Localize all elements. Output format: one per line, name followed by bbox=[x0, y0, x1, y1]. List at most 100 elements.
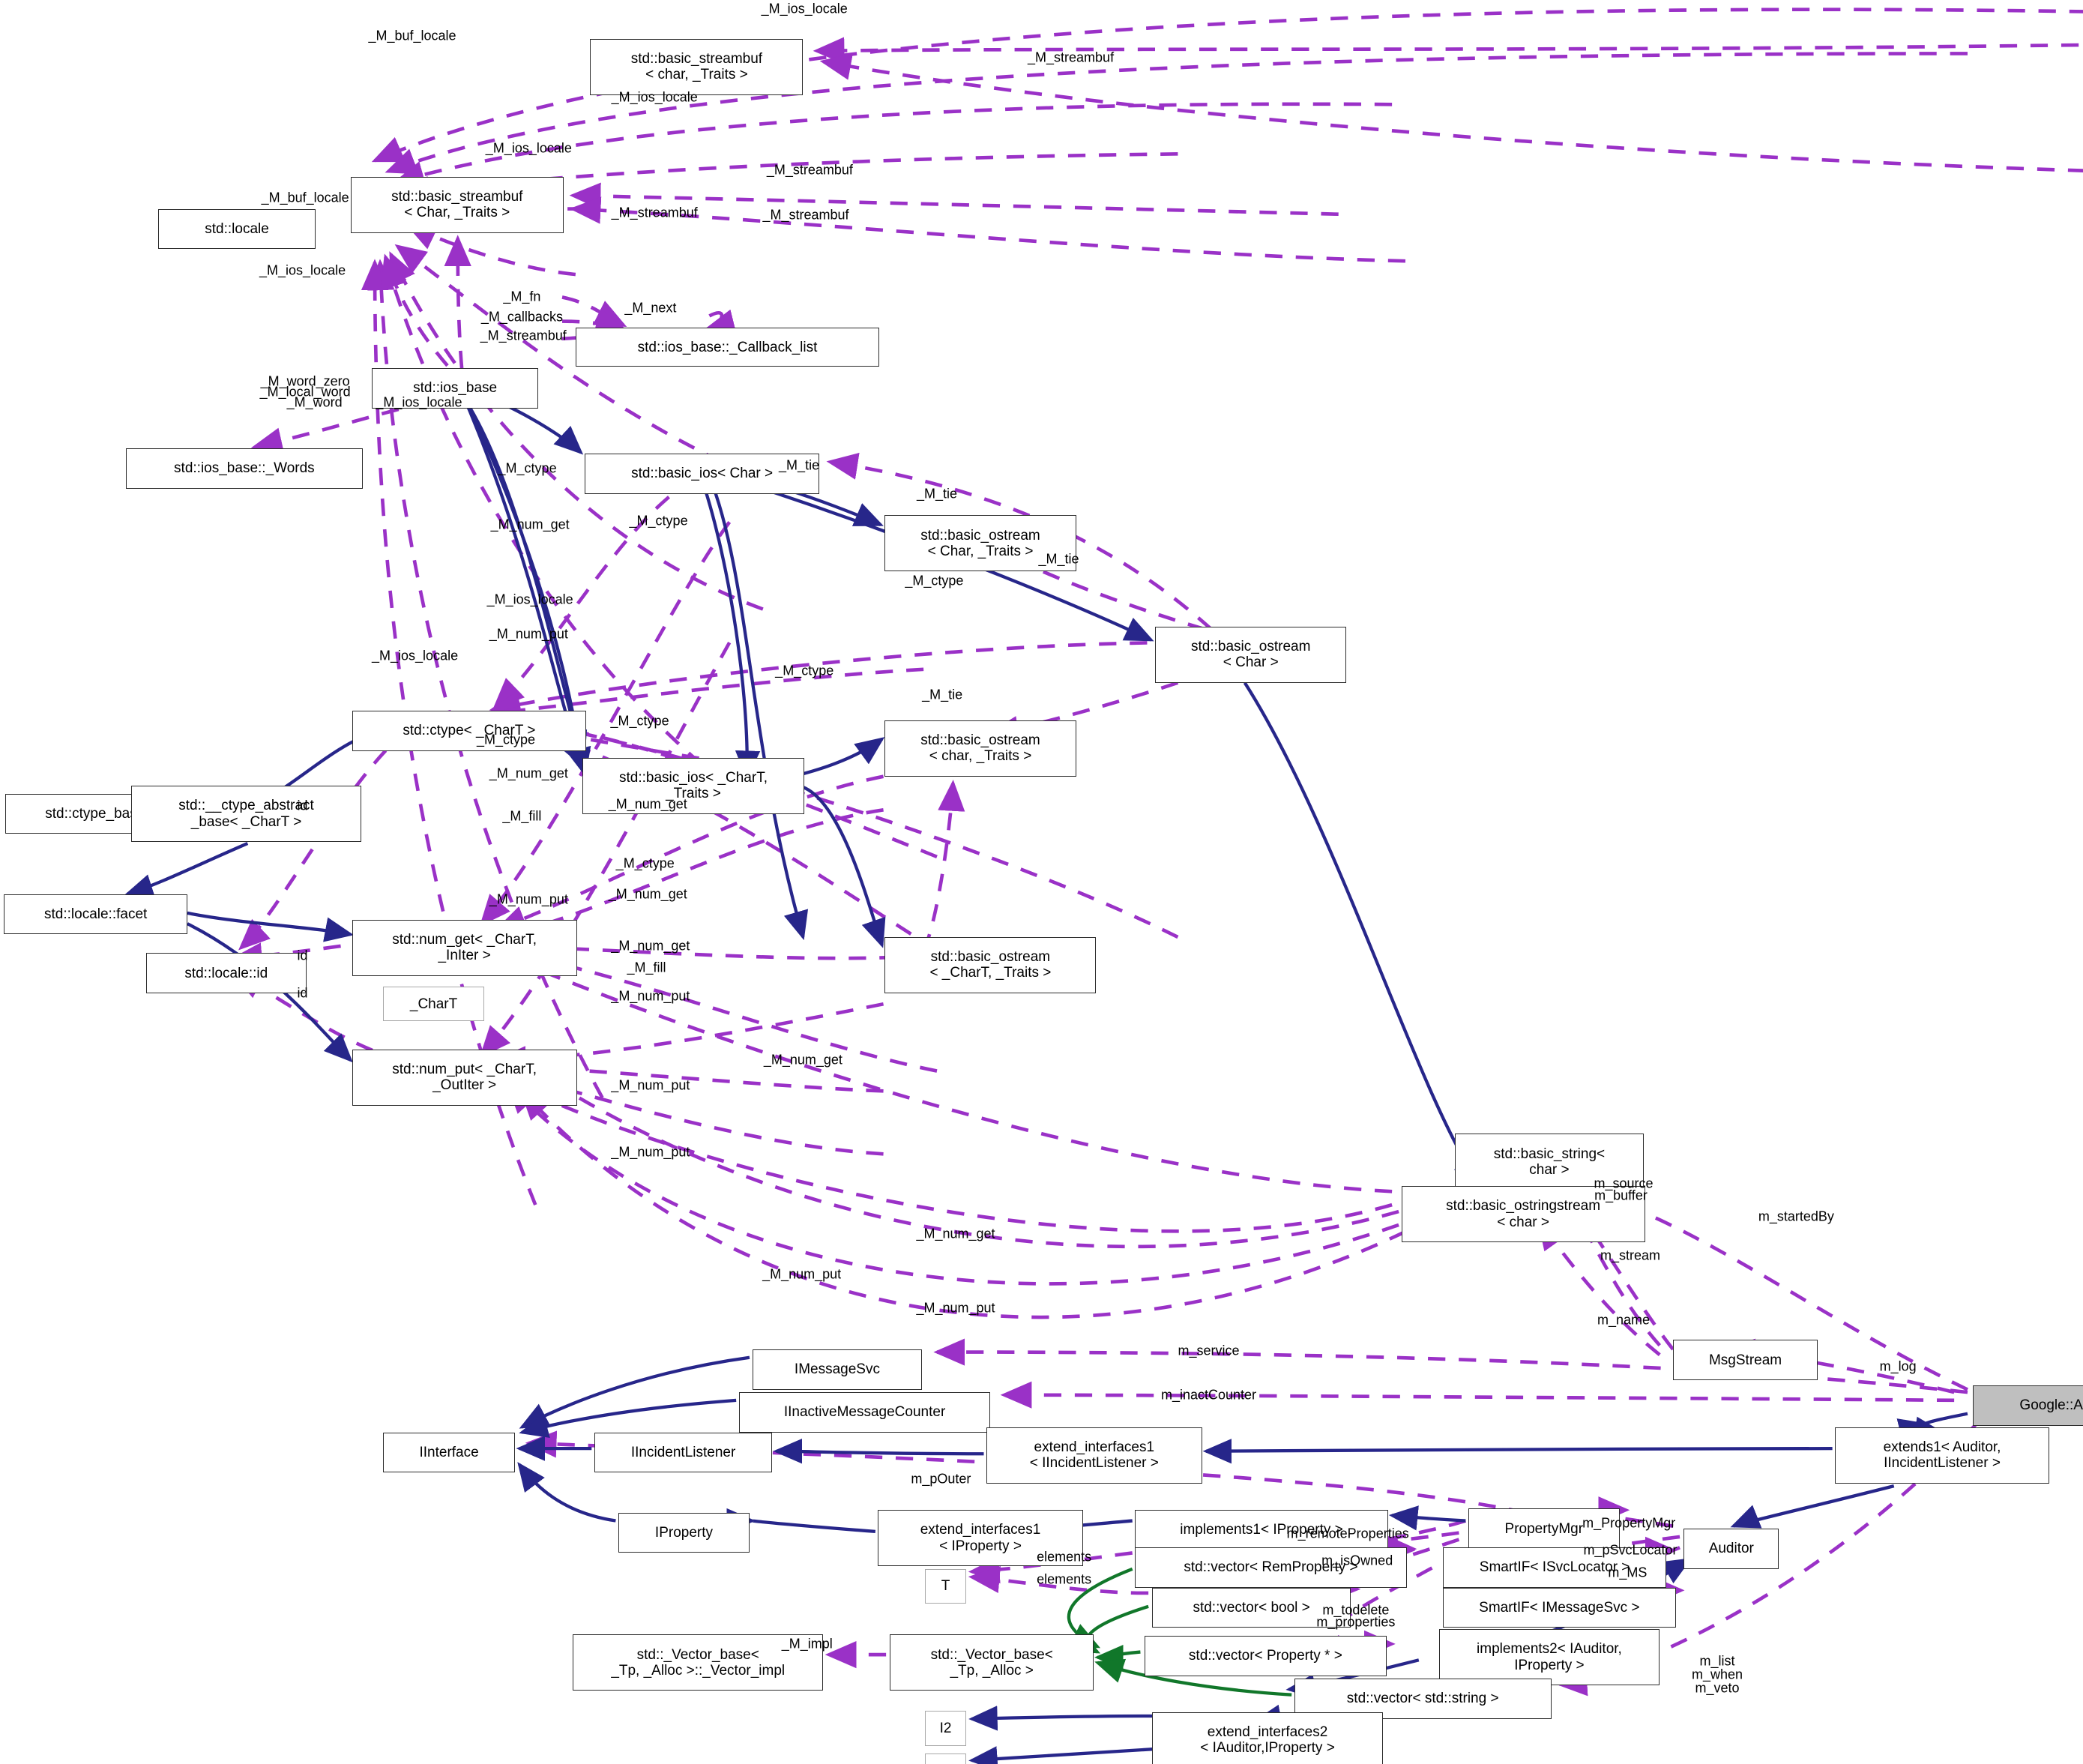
class-node-ostream_Char_Traits[interactable]: std::basic_ostream < Char, _Traits > bbox=[884, 515, 1076, 572]
edge-label: _M_num_get bbox=[490, 517, 570, 532]
edge-label: _M_num_get bbox=[489, 765, 568, 781]
edge-label: _M_streambuf bbox=[480, 328, 567, 343]
edge-label: id bbox=[297, 798, 308, 813]
class-node-smartif_imessagesvc[interactable]: SmartIF< IMessageSvc > bbox=[1442, 1587, 1676, 1628]
edge-label: _M_ios_locale bbox=[761, 1, 848, 16]
edge-label: m_MS bbox=[1608, 1565, 1648, 1580]
edge-label: _M_ios_locale bbox=[376, 394, 462, 410]
edge-label: _M_word bbox=[286, 394, 343, 410]
class-node-ostream_CharT[interactable]: std::basic_ostream < _CharT, _Traits > bbox=[884, 936, 1097, 993]
edge-label: _M_ctype bbox=[476, 732, 536, 747]
edge-label: _M_num_put bbox=[611, 987, 690, 1003]
edge-label: _M_ios_locale bbox=[486, 591, 573, 607]
edge-label: _M_ctype bbox=[498, 460, 557, 476]
class-node-ostream_Char[interactable]: std::basic_ostream < Char > bbox=[1155, 626, 1347, 683]
class-node-vector_remproperty[interactable]: std::vector< RemProperty > bbox=[1135, 1547, 1407, 1588]
edge-label: _M_num_get bbox=[608, 796, 687, 812]
class-node-ostringstream_char[interactable]: std::basic_ostringstream < char > bbox=[1401, 1186, 1645, 1243]
edge-label: m_PropertyMgr bbox=[1582, 1515, 1676, 1531]
edge-label: _M_streambuf bbox=[1028, 49, 1115, 65]
edge-label: id bbox=[297, 948, 308, 963]
class-node-t_node[interactable]: T bbox=[924, 1568, 967, 1604]
class-node-basic_ios_CharT[interactable]: std::basic_ios< _CharT, _Traits > bbox=[582, 757, 805, 814]
edge-label: _M_ios_locale bbox=[372, 648, 459, 663]
class-node-ctype_abstract[interactable]: std::__ctype_abstract _base< _CharT > bbox=[130, 786, 362, 843]
class-node-extend1_iincident[interactable]: extend_interfaces1 < IIncidentListener > bbox=[986, 1427, 1202, 1484]
class-node-chart_T[interactable]: _CharT bbox=[382, 987, 485, 1022]
class-node-streambuf_Char[interactable]: std::basic_streambuf < Char, _Traits > bbox=[350, 176, 564, 233]
edge-label: _M_ctype bbox=[615, 855, 675, 871]
edge-label: _M_ios_locale bbox=[485, 140, 572, 156]
edge-label: m_buffer bbox=[1594, 1187, 1648, 1202]
class-node-implements2_auditor[interactable]: implements2< IAuditor, IProperty > bbox=[1438, 1629, 1660, 1686]
class-node-iinterface[interactable]: IInterface bbox=[382, 1432, 516, 1473]
edge-label: _M_num_put bbox=[489, 626, 568, 642]
edge-label: _M_ctype bbox=[775, 662, 834, 678]
class-node-ctype_CharT[interactable]: std::ctype< _CharT > bbox=[352, 711, 587, 751]
class-node-iincidentlistener[interactable]: IIncidentListener bbox=[594, 1432, 773, 1473]
class-node-auditor[interactable]: Auditor bbox=[1683, 1529, 1779, 1569]
class-node-i2_node[interactable]: I2 bbox=[924, 1711, 967, 1746]
edge-label: _M_callbacks bbox=[480, 309, 563, 325]
class-node-extend2_iauditor[interactable]: extend_interfaces2 < IAuditor,IProperty … bbox=[1152, 1712, 1383, 1764]
edge-label: _M_buf_locale bbox=[368, 28, 456, 43]
class-node-vector_string[interactable]: std::vector< std::string > bbox=[1294, 1679, 1552, 1719]
class-node-i1_node[interactable]: I1 bbox=[924, 1754, 967, 1764]
edge-label: _M_ios_locale bbox=[611, 89, 698, 105]
class-node-imessagesvc[interactable]: IMessageSvc bbox=[752, 1349, 923, 1390]
class-node-propertymgr[interactable]: PropertyMgr bbox=[1468, 1508, 1620, 1550]
edge-label: _M_ios_locale bbox=[259, 262, 346, 277]
class-node-basic_string_char[interactable]: std::basic_string< char > bbox=[1455, 1134, 1644, 1190]
class-node-streambuf_char[interactable]: std::basic_streambuf < char, _Traits > bbox=[590, 38, 804, 95]
class-node-extend1_iproperty[interactable]: extend_interfaces1 < IProperty > bbox=[878, 1510, 1083, 1567]
class-node-msgstream[interactable]: MsgStream bbox=[1673, 1340, 1818, 1381]
class-node-num_get[interactable]: std::num_get< _CharT, _InIter > bbox=[352, 919, 577, 976]
class-node-vector_bool[interactable]: std::vector< bool > bbox=[1152, 1587, 1351, 1628]
edge-label: _M_streambuf bbox=[611, 205, 698, 220]
edge-label: elements bbox=[1037, 1571, 1092, 1587]
edge-label: _M_fn bbox=[503, 289, 541, 304]
class-node-ios_base[interactable]: std::ios_base bbox=[372, 368, 538, 409]
class-node-callback_list[interactable]: std::ios_base::_Callback_list bbox=[575, 328, 880, 367]
edge-label: _M_num_get bbox=[608, 886, 687, 902]
edge-label: m_properties bbox=[1316, 1614, 1396, 1630]
edge-label: _M_num_get bbox=[763, 1052, 842, 1068]
edge-label: _M_streambuf bbox=[762, 207, 849, 223]
class-node-num_put[interactable]: std::num_put< _CharT, _OutIter > bbox=[352, 1049, 577, 1106]
class-node-locale_id[interactable]: std::locale::id bbox=[145, 953, 307, 993]
edge-label: m_log bbox=[1879, 1358, 1917, 1374]
edge-label: _M_local_word bbox=[259, 384, 351, 400]
edge-label: m_todelete bbox=[1322, 1602, 1390, 1618]
class-node-iproperty[interactable]: IProperty bbox=[618, 1512, 750, 1553]
edge-label: _M_num_put bbox=[611, 1144, 690, 1160]
class-node-extends1_auditor[interactable]: extends1< Auditor, IIncidentListener > bbox=[1835, 1427, 2049, 1484]
edge-label: _M_impl bbox=[781, 1636, 833, 1652]
edge-label: m_service bbox=[1178, 1343, 1240, 1358]
class-node-vector_base[interactable]: std::_Vector_base< _Tp, _Alloc > bbox=[890, 1634, 1094, 1691]
class-node-basic_ios_Char[interactable]: std::basic_ios< Char > bbox=[585, 454, 819, 494]
class-node-smartif_isvclocator[interactable]: SmartIF< ISvcLocator > bbox=[1442, 1547, 1667, 1588]
class-node-locale[interactable]: std::locale bbox=[157, 208, 316, 250]
edge-label: m_list bbox=[1699, 1653, 1735, 1669]
class-node-ios_words[interactable]: std::ios_base::_Words bbox=[125, 448, 363, 489]
class-node-locale_facet[interactable]: std::locale::facet bbox=[4, 894, 187, 935]
edge-label: m_stream bbox=[1600, 1247, 1660, 1263]
edge-label: m_remoteProperties bbox=[1286, 1526, 1409, 1541]
edge-label: m_startedBy bbox=[1758, 1208, 1834, 1224]
class-node-vector_impl[interactable]: std::_Vector_base< _Tp, _Alloc >::_Vecto… bbox=[573, 1634, 824, 1691]
class-node-ostream_char_Traits[interactable]: std::basic_ostream < char, _Traits > bbox=[884, 720, 1076, 777]
edge-label: _M_fill bbox=[502, 808, 542, 824]
edge-label: _M_ctype bbox=[610, 713, 669, 729]
edge-label: m_when bbox=[1692, 1667, 1743, 1682]
edge-label: _M_num_put bbox=[489, 891, 568, 907]
edge-label: _M_num_get bbox=[916, 1226, 995, 1241]
class-node-implements1_iprop[interactable]: implements1< IProperty > bbox=[1135, 1510, 1388, 1550]
edge-label: _M_tie bbox=[1038, 551, 1079, 567]
class-node-inactivecounter[interactable]: IInactiveMessageCounter bbox=[738, 1392, 991, 1433]
class-node-auditorbase[interactable]: Google::AuditorBase bbox=[1973, 1385, 2083, 1426]
edge-label: m_inactCounter bbox=[1160, 1386, 1257, 1402]
class-node-vector_property_ptr[interactable]: std::vector< Property * > bbox=[1144, 1636, 1387, 1676]
edge-label: _M_next bbox=[624, 299, 677, 315]
edge-label: _M_tie bbox=[916, 486, 957, 502]
edge-label: m_source bbox=[1594, 1175, 1654, 1190]
